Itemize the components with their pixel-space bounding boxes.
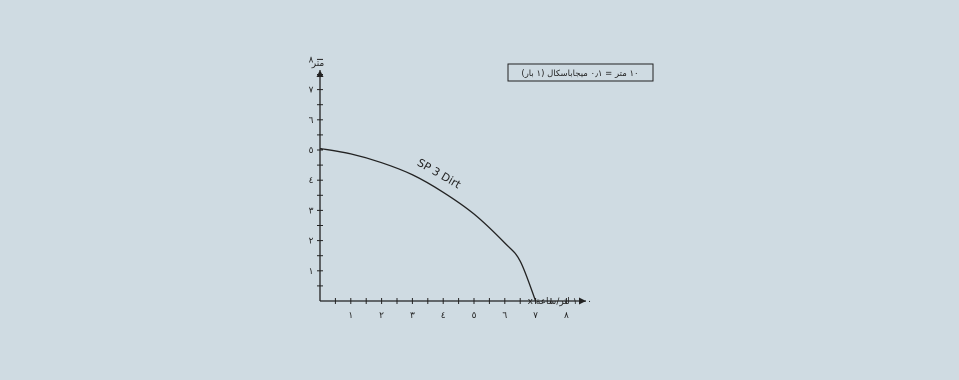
y-tick-label: ٢ <box>309 237 314 247</box>
x-tick-label: ٧ <box>533 311 538 321</box>
series: SP 3 Dirt <box>319 147 537 302</box>
y-axis-arrow <box>316 70 324 77</box>
y-tick-label: ٧ <box>309 86 314 96</box>
y-tick-label: ٨ <box>309 55 314 65</box>
x-tick-label: ١ <box>348 311 353 321</box>
y-tick-label: ٣ <box>309 206 314 216</box>
note-box: ١٠ متر = ٠٫١ ميجاباسكال (١ بار) <box>507 63 654 82</box>
ticks: ١ ٢ ٣ ٤ ٥ ٦ ٧ ٨ ١ ٢ ٣ ٤ ٥ ٦ ٧ ٨ <box>309 55 569 321</box>
y-tick-label: ٤ <box>309 176 314 186</box>
series-line-sp3-dirt <box>319 147 537 302</box>
x-tick-label: ٨ <box>564 311 569 321</box>
axes <box>316 70 586 305</box>
x-tick-label: ٤ <box>441 311 446 321</box>
x-axis-arrow <box>579 297 586 305</box>
y-tick-label: ٦ <box>309 116 314 126</box>
note-text: ١٠ متر = ٠٫١ ميجاباسكال (١ بار) <box>521 69 638 79</box>
y-axis-title: متر <box>311 59 325 69</box>
x-tick-label: ٦ <box>502 311 507 321</box>
x-tick-label: ٥ <box>472 311 477 321</box>
y-tick-label: ١ <box>309 267 314 277</box>
x-tick-label: ٢ <box>379 311 384 321</box>
y-tick-label: ٥ <box>309 146 314 156</box>
x-tick-label: ٣ <box>410 311 415 321</box>
series-label: SP 3 Dirt <box>415 156 464 192</box>
x-axis-title: ١٠٠٠ لتر/ساعة x <box>528 297 592 307</box>
